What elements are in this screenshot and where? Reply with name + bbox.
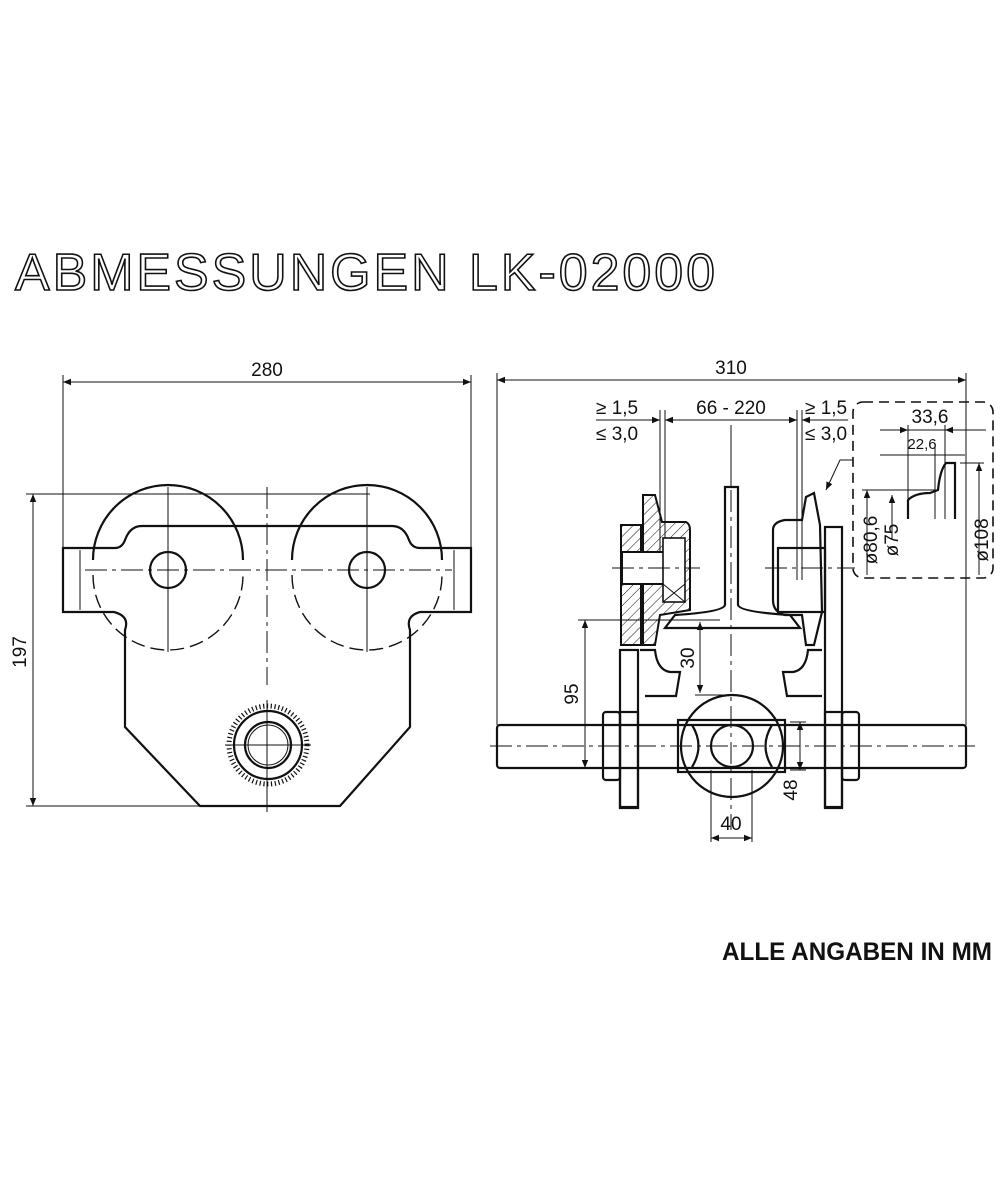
front-view: 280 197	[10, 360, 473, 812]
hook-ball	[679, 693, 785, 799]
detail-dia-80-6: ø80,6	[861, 516, 882, 565]
dimension-48: 48	[781, 779, 802, 800]
dimension-95: 95	[562, 683, 583, 704]
gear-teeth	[226, 703, 310, 787]
dimension-40: 40	[720, 814, 741, 835]
gap-min-left: ≥ 1,5	[596, 398, 638, 419]
detail-dia-108: ø108	[972, 518, 993, 561]
gap-max-left: ≤ 3,0	[596, 424, 638, 445]
gap-min-right: ≥ 1,5	[805, 398, 847, 419]
side-plate-left	[618, 648, 640, 809]
detail-dia-75: ø75	[882, 524, 903, 557]
drawing-title: ABMESSUNGEN LK-02000	[15, 244, 718, 302]
detail-width-33-6: 33,6	[912, 407, 949, 428]
wheel-detail: 33,6 22,6 ø80,6 ø75 ø108	[825, 401, 994, 579]
bearing	[662, 537, 686, 603]
detail-width-22-6: 22,6	[907, 436, 936, 453]
dimension-30: 30	[678, 647, 699, 668]
dimension-197: 197	[10, 636, 31, 668]
dimension-280: 280	[251, 360, 283, 381]
gap-max-right: ≤ 3,0	[805, 424, 847, 445]
side-plate-right	[823, 525, 844, 809]
dimension-310: 310	[715, 358, 747, 379]
side-view: 310 ≥ 1,5 ≤ 3,0 ≥ 1,5 ≤ 3,0 66 - 220	[490, 358, 975, 842]
trolley-side-plate	[61, 524, 473, 808]
rail-beam	[662, 485, 803, 630]
gear	[232, 709, 304, 781]
units-note: ALLE ANGABEN IN MM	[722, 938, 992, 966]
flange-range: 66 - 220	[696, 398, 766, 419]
